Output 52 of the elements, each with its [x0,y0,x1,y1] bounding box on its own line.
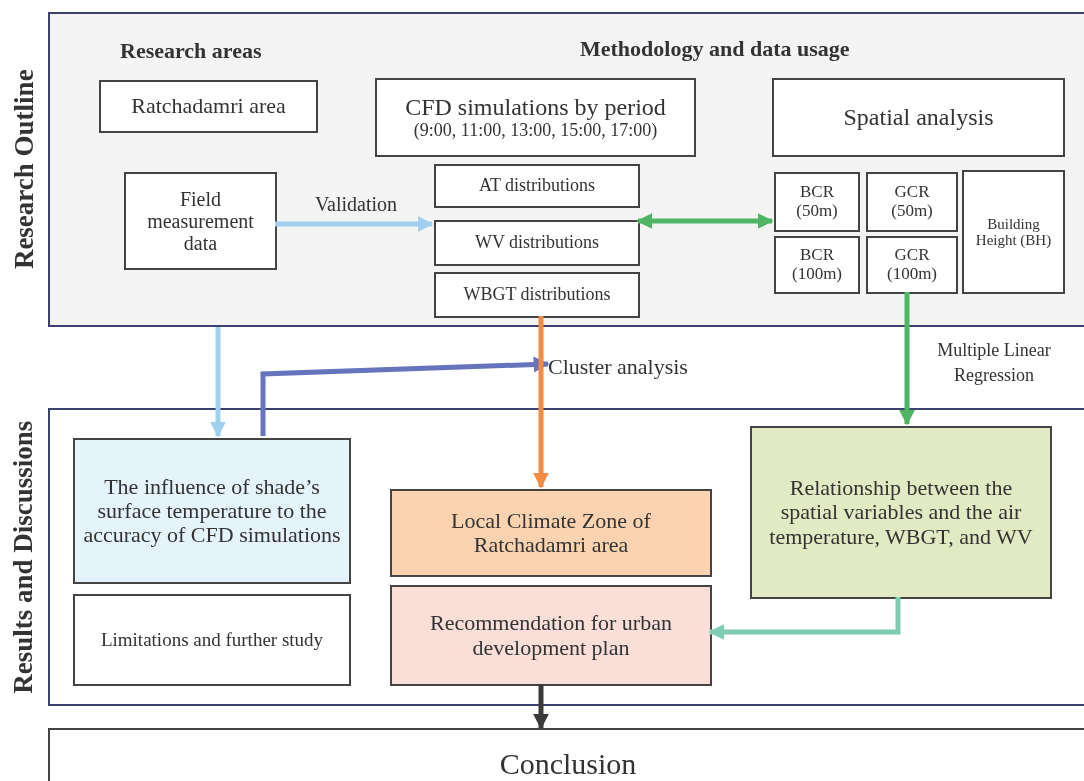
section-title: Research Outline [7,69,40,270]
box-label: CFD simulations by period [405,94,666,121]
process-box [774,172,860,232]
process-box [434,220,640,266]
box-label: Building Height (BH) [974,215,1053,249]
section-heading: Methodology and data usage [580,35,850,63]
arrow [260,356,550,436]
process-box [866,172,958,232]
process-box [73,594,351,686]
arrow [899,292,915,426]
edge-label: Multiple Linear Regression [936,339,1052,388]
box-label: Conclusion [499,746,637,780]
process-box [48,728,1084,781]
box-label: Field measurement data [146,188,255,254]
arrow [533,316,549,489]
process-box [774,236,860,294]
section-heading: Research areas [120,37,262,65]
box-label: WV distributions [474,233,600,253]
box-label: The influence of shade’s surface temperature to the accuracy of CFD simulations [83,474,341,548]
process-box [124,172,277,270]
process-box [962,170,1065,294]
arrow [275,216,434,232]
flow-label: Cluster analysis [548,350,724,378]
box-label: BCR (50m) [795,183,839,221]
edge-label: Validation [313,192,399,217]
process-box [390,585,712,686]
box-label: Ratchadamri area [131,94,286,119]
box-label: GCR (50m) [890,183,934,221]
process-box [375,78,696,157]
box-label: (9:00, 11:00, 13:00, 15:00, 17:00) [413,120,658,141]
box-label: WBGT distributions [463,285,611,305]
box-label: GCR (100m) [885,246,938,284]
process-box [434,164,640,208]
process-box [390,489,712,577]
arrow [533,684,549,730]
arrow [708,597,901,640]
process-box [73,438,351,584]
section-title: Results and Discussions [7,420,40,694]
box-label: AT distributions [478,176,596,196]
arrow [636,213,774,229]
box-label: Recommendation for urban development plan [429,611,673,660]
box-label: Local Climate Zone of Ratchadamri area [450,508,652,558]
box-label: Limitations and further study [100,629,324,651]
box-label: Relationship between the spatial variables and the air temperature, WBGT, and WV [768,476,1034,549]
box-label: Spatial analysis [843,104,994,131]
process-box [99,80,318,133]
process-box [772,78,1065,157]
box-label: BCR (100m) [790,246,843,284]
process-box [434,272,640,318]
arrow [210,327,226,438]
process-box [866,236,958,294]
process-box [750,426,1052,599]
